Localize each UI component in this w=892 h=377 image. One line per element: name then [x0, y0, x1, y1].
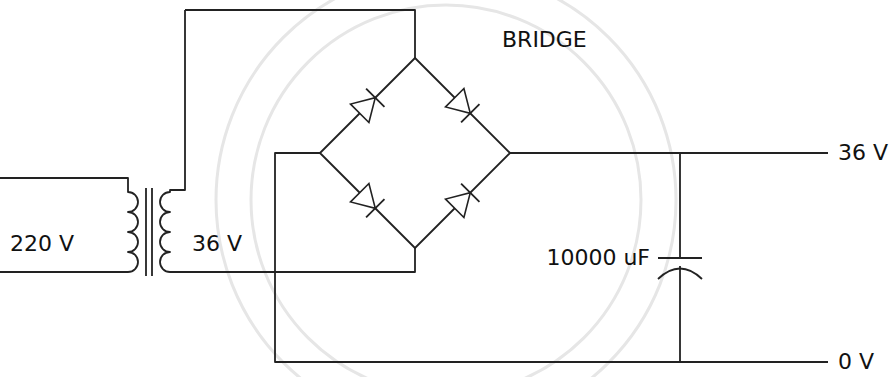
- positive-wire: [510, 152, 828, 154]
- filter-capacitor: [658, 153, 702, 362]
- component-name: BRIDGE: [500, 28, 589, 52]
- diode-symbol: [446, 184, 480, 218]
- diode-symbol: [351, 89, 385, 123]
- bridge-rectifier: [320, 58, 510, 248]
- secondary-winding: [160, 10, 415, 272]
- diode-symbol: [446, 89, 480, 123]
- diode-symbol: [351, 184, 385, 218]
- watermark-seal: [216, 0, 676, 377]
- diodes: [351, 89, 480, 218]
- terminal-label: 0 V: [836, 350, 876, 374]
- ac-wire: [185, 10, 415, 58]
- primary-winding: [0, 178, 138, 272]
- capacitance-value: 10000 uF: [544, 246, 652, 270]
- transformer-core: [145, 188, 147, 276]
- terminal-label: 36 V: [836, 141, 890, 165]
- voltage-label: 220 V: [8, 232, 76, 256]
- voltage-label: 36 V: [190, 232, 244, 256]
- filter-capacitor: [658, 269, 702, 280]
- negative-wire: [275, 153, 828, 362]
- transformer-core: [151, 188, 153, 276]
